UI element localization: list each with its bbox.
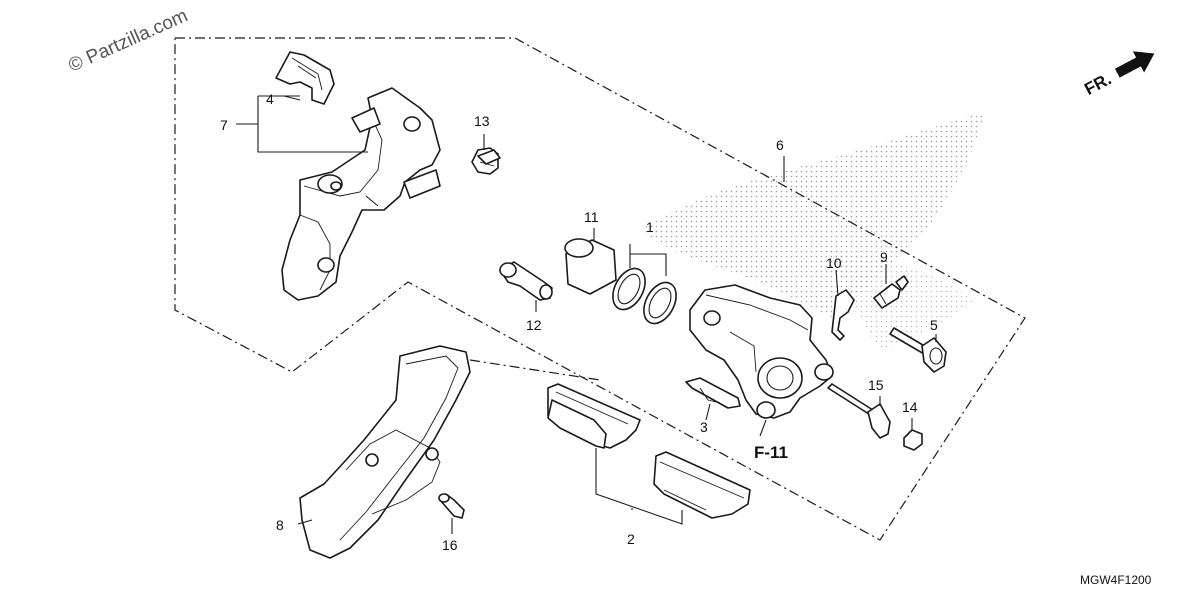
front-label: FR. [1081,69,1114,99]
pad-spring [685,377,741,409]
callout-3: 3 [700,419,708,435]
front-arrow-icon [1114,51,1155,78]
callout-16: 16 [442,537,458,553]
front-indicator: FR. [1081,51,1155,99]
callout-9: 9 [880,249,888,265]
slide-pin [499,261,553,301]
pad-set-outline [469,359,601,381]
disc-guard [299,345,471,559]
pad-retainer-clip [275,51,335,105]
leader-lines [236,95,937,534]
callout-labels: 1 2 3 4 5 6 7 8 9 10 11 12 13 14 15 16 [220,91,938,553]
background-wing-shading [640,112,985,318]
caliper-assembly-outline [174,37,1026,541]
piston-seals [612,267,677,325]
callout-1: 1 [646,219,654,235]
diagram-code: MGW4F1200 [1080,573,1152,587]
callout-13: 13 [474,113,490,129]
piston [564,238,617,295]
bleeder-cap [831,289,855,341]
callout-14: 14 [902,399,918,415]
callout-6: 6 [776,137,784,153]
callout-7: 7 [220,117,228,133]
callout-5: 5 [930,317,938,333]
reference-label: F-11 [754,443,788,462]
bolt-16 [438,493,465,519]
brake-pad-inner [653,451,751,519]
watermark-text: © Partzilla.com [65,5,191,76]
bolt-13 [471,147,501,175]
pad-pin-bolt [889,327,947,373]
callout-2: 2 [627,531,635,547]
background-wing-shading-lower [830,250,975,350]
callout-15: 15 [868,377,884,393]
callout-10: 10 [826,255,842,271]
long-pin [827,383,891,439]
caliper-body [689,284,834,419]
brake-pad-outer [547,383,641,449]
callout-8: 8 [276,517,284,533]
callout-4: 4 [266,91,274,107]
nut-14 [903,429,923,451]
bleeder-valve [873,275,909,309]
callout-12: 12 [526,317,542,333]
callout-11: 11 [584,209,599,225]
caliper-bracket [281,87,441,301]
